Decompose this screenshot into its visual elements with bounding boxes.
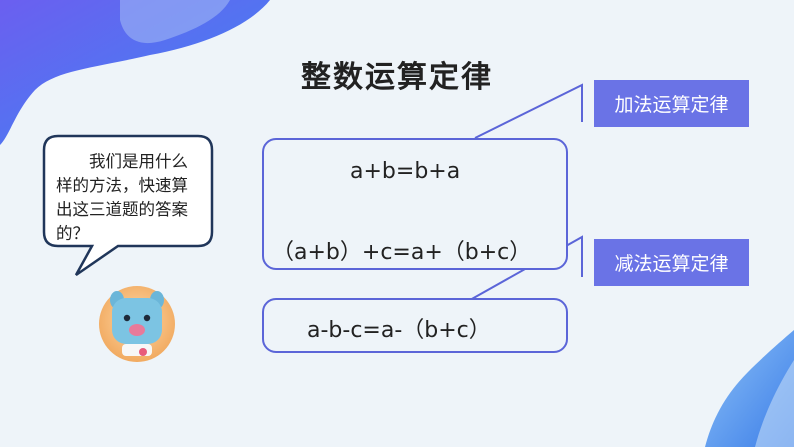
speech-bubble — [42, 134, 214, 277]
associative-formula: （a+b）+c=a+（b+c） — [272, 240, 532, 265]
top-left-blob — [0, 0, 270, 145]
bottom-right-blob-light — [755, 360, 794, 447]
blue-bear-mascot-icon — [99, 286, 175, 362]
connector-subtraction — [469, 235, 583, 301]
commutative-formula: a+b=b+a — [350, 159, 461, 184]
addition-formula-box — [262, 138, 568, 270]
speech-bubble-text: 我们是用什么样的方法，快速算出这三道题的答案的？ — [56, 152, 188, 243]
page-title: 整数运算定律 — [301, 60, 493, 95]
top-left-blob-light — [120, 0, 230, 44]
subtraction-formula-box — [262, 298, 568, 353]
connector-addition — [474, 83, 583, 139]
subtraction-law-label: 减法运算定律 — [594, 239, 749, 286]
subtraction-formula: a-b-c=a-（b+c） — [307, 318, 491, 343]
addition-law-label: 加法运算定律 — [594, 80, 749, 127]
